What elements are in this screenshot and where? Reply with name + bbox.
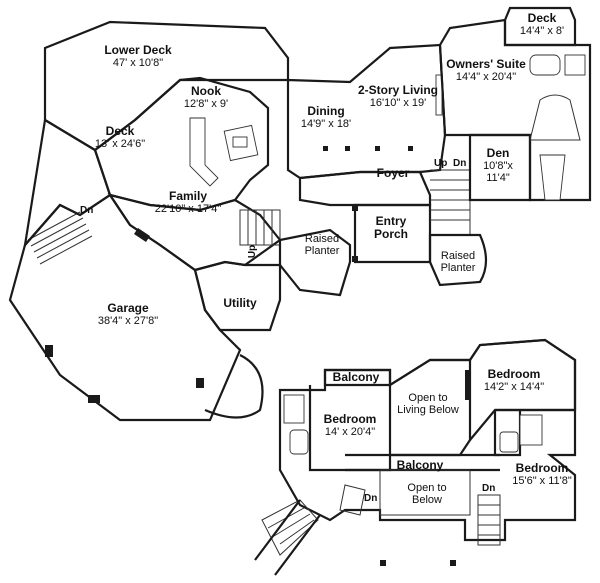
column-upper	[450, 560, 456, 566]
owners-deck-label: Deck 14'4" x 8'	[519, 11, 565, 38]
utility-name: Utility	[223, 296, 257, 310]
living-dims: 16'10" x 19'	[369, 97, 427, 110]
balcony-upper-label: Balcony	[332, 370, 380, 384]
utility-label: Utility	[223, 296, 257, 310]
open-living-rail	[465, 370, 471, 400]
bedroom-bottom-right-name: Bedroom	[515, 461, 569, 475]
deck-stair	[27, 211, 93, 265]
dn-foyer-label: Dn	[453, 158, 467, 169]
raised-planter-left-label: Raised Planter	[292, 233, 352, 257]
bath-right	[519, 414, 543, 446]
open-below-outline	[379, 469, 471, 516]
bedroom-left-name: Bedroom	[323, 412, 377, 426]
upper-left-stair	[254, 484, 366, 576]
vanity	[539, 154, 566, 201]
bedroom-left-dims: 14' x 20'4"	[324, 426, 376, 439]
foyer-label: Foyer	[376, 166, 410, 180]
tub-right	[499, 431, 519, 453]
up-foyer-label: Up	[434, 158, 448, 169]
raised-planter-right-label: Raised Planter	[428, 250, 488, 274]
nook-label: Nook 12'8" x 9'	[183, 84, 229, 111]
family-dims: 22'10" x 17'4"	[154, 203, 222, 216]
family-name: Family	[168, 189, 208, 203]
porch-post	[352, 205, 358, 211]
open-below-name: Open to Below	[407, 482, 447, 507]
open-below-label: Open to Below	[400, 482, 455, 506]
garage-bay	[204, 354, 264, 419]
den-name: Den	[486, 146, 510, 160]
dining-dims: 14'9" x 18'	[300, 118, 352, 131]
garage-name: Garage	[107, 301, 149, 315]
dining-label: Dining 14'9" x 18'	[300, 104, 352, 131]
closet-wall	[529, 94, 581, 141]
column	[408, 146, 413, 151]
entry-porch-name: Entry Porch	[373, 214, 408, 242]
bath-left	[283, 394, 305, 424]
deck-dims: 13' x 24'6"	[94, 138, 146, 151]
raised-planter-left-name: Raised Planter	[304, 233, 340, 258]
dn-upper-right-label: Dn	[482, 483, 496, 494]
shower	[564, 54, 586, 76]
dn-upper-left-label: Dn	[364, 493, 378, 504]
lower-deck-name: Lower Deck	[104, 43, 172, 57]
tub	[529, 54, 561, 76]
column	[375, 146, 380, 151]
dining-living-wall	[286, 43, 447, 180]
up-family-label: Up	[247, 244, 259, 259]
column	[323, 146, 328, 151]
entry-porch-label: Entry Porch	[364, 214, 419, 242]
column-upper	[380, 560, 386, 566]
owners-deck-outline	[503, 6, 577, 47]
garage-label: Garage 38'4" x 27'8"	[97, 301, 159, 328]
porch-post	[352, 256, 358, 262]
living-name: 2-Story Living	[357, 83, 438, 97]
bedroom-top-right-name: Bedroom	[487, 367, 541, 381]
lower-deck-label: Lower Deck 47' x 10'8"	[104, 43, 172, 70]
kitchen-counter	[189, 117, 219, 187]
garage-dims: 38'4" x 27'8"	[97, 315, 159, 328]
garage-wall	[8, 193, 242, 422]
garage-column	[45, 345, 53, 357]
owners-suite-label: Owners' Suite 14'4" x 20'4"	[446, 57, 526, 84]
balcony-upper-name: Balcony	[332, 370, 380, 384]
column	[345, 146, 350, 151]
owners-deck-name: Deck	[527, 11, 557, 25]
foyer-stair	[430, 169, 471, 236]
den-label: Den 10'8"x 11'4"	[472, 146, 524, 185]
balcony-mid-name: Balcony	[396, 458, 444, 472]
nook-name: Nook	[190, 84, 221, 98]
raised-planter-right-outline	[428, 233, 488, 287]
deck-label: Deck 13' x 24'6"	[94, 124, 146, 151]
raised-planter-left-outline	[278, 228, 352, 297]
owners-suite-dims: 14'4" x 20'4"	[455, 71, 517, 84]
deck-name: Deck	[105, 124, 135, 138]
owners-suite-name: Owners' Suite	[446, 57, 526, 71]
upper-right-stair	[477, 494, 501, 546]
open-living-label: Open to Living Below	[397, 392, 459, 416]
cooktop	[232, 136, 248, 148]
bedroom-bottom-right-dims: 15'6" x 11'8"	[512, 475, 572, 488]
garage-column	[88, 395, 100, 403]
garage-column	[196, 378, 204, 388]
bedroom-top-right-dims: 14'2" x 14'4"	[483, 381, 545, 394]
owners-deck-dims: 14'4" x 8'	[519, 25, 565, 38]
living-label: 2-Story Living 16'10" x 19'	[353, 83, 443, 110]
raised-planter-right-name: Raised Planter	[440, 250, 476, 275]
dn-deck-label: Dn	[80, 205, 94, 216]
tub-left	[289, 429, 309, 455]
lower-deck-dims: 47' x 10'8"	[112, 57, 164, 70]
foyer-name: Foyer	[376, 166, 410, 180]
owners-suite-wall	[438, 18, 592, 202]
nook-dims: 12'8" x 9'	[183, 98, 229, 111]
family-label: Family 22'10" x 17'4"	[154, 189, 222, 216]
bedroom-left-label: Bedroom 14' x 20'4"	[323, 412, 377, 439]
bedroom-bottom-right-label: Bedroom 15'6" x 11'8"	[512, 461, 572, 488]
balcony-mid-label: Balcony	[396, 458, 444, 472]
open-living-name: Open to Living Below	[397, 392, 459, 417]
foyer-wall	[298, 170, 432, 207]
den-dims: 10'8"x 11'4"	[483, 160, 513, 185]
bedroom-top-right-label: Bedroom 14'2" x 14'4"	[483, 367, 545, 394]
dining-name: Dining	[307, 104, 345, 118]
